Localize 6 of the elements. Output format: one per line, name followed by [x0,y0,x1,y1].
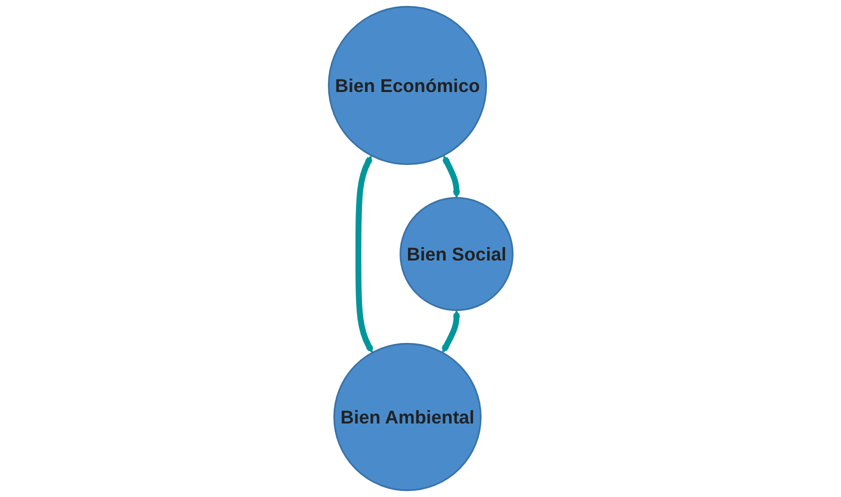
node-circle: Bien Económico [328,6,487,166]
arrow [355,155,374,353]
node-circle: Bien Ambiental [333,342,482,492]
arrow [442,155,460,198]
arrow [441,310,460,353]
node-circle: Bien Social [399,196,514,311]
